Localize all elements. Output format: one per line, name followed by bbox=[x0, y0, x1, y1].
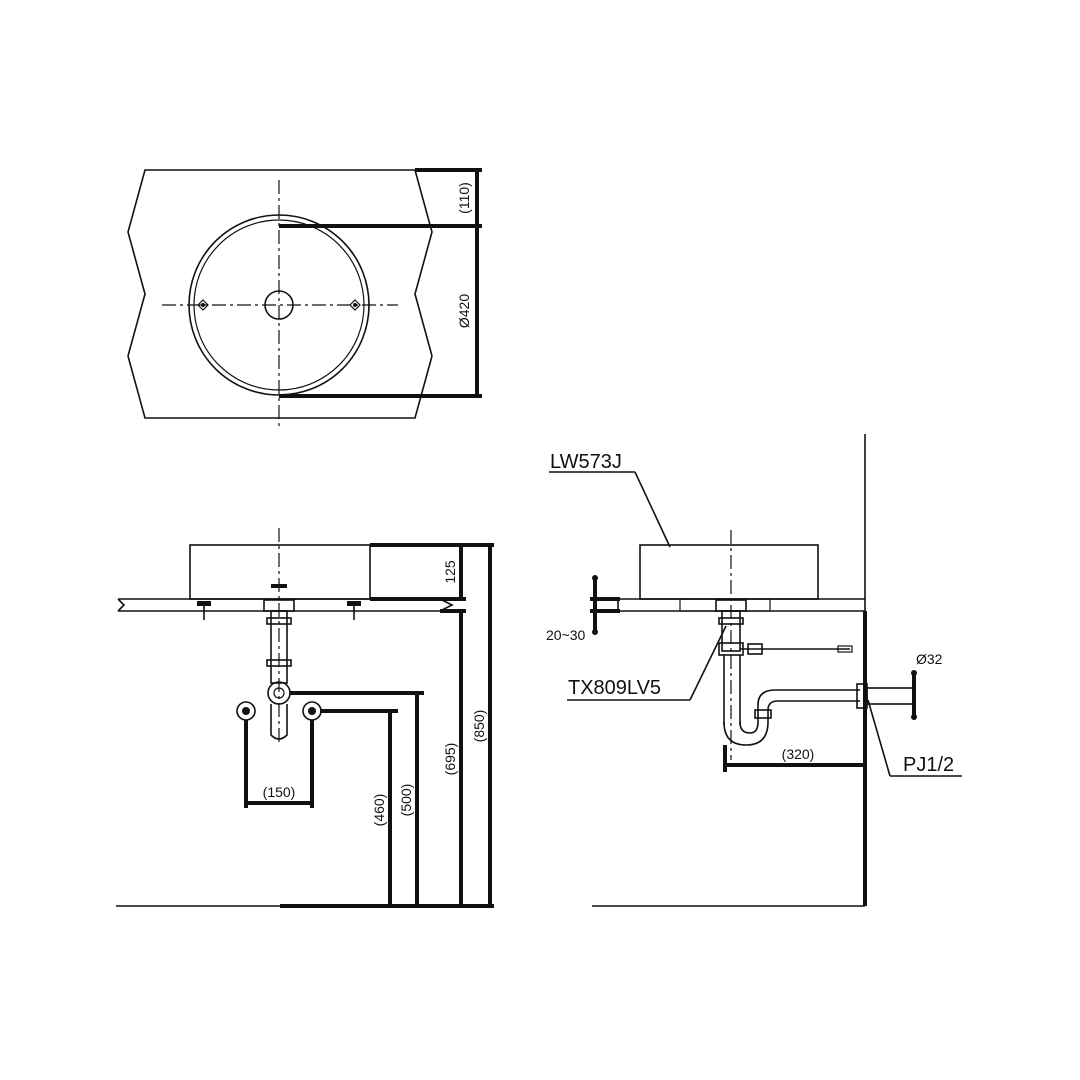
callout-waste-label: TX809LV5 bbox=[568, 677, 661, 699]
callout-basin-label: LW573J bbox=[550, 451, 622, 473]
waste-nut-1 bbox=[266, 617, 292, 625]
bowl-side-elevation bbox=[189, 544, 371, 600]
countertop-outline bbox=[127, 169, 433, 419]
trap-u-bend-outer bbox=[723, 721, 769, 746]
mount-bolt-left bbox=[197, 601, 211, 620]
dim-counter-height-label: (850) bbox=[471, 710, 487, 743]
side-elevation: 20~30 Ø32 (320) LW573J TX809 bbox=[546, 434, 962, 907]
counter-break-left bbox=[117, 598, 126, 612]
drain-hole bbox=[264, 290, 294, 320]
trap-bend-front-inner bbox=[273, 687, 285, 699]
bowl-inner-rim bbox=[193, 219, 365, 391]
overflow-connector bbox=[747, 643, 763, 655]
waste-nut-2 bbox=[266, 659, 292, 667]
drain-stopper bbox=[271, 584, 287, 588]
dim-bowl-diameter-label: Ø420 bbox=[456, 294, 472, 328]
supply-stop-left bbox=[236, 701, 256, 721]
dim-pipe-diameter-label: Ø32 bbox=[916, 651, 943, 667]
dim-supply-b-label: (460) bbox=[371, 794, 387, 827]
trap-nut bbox=[754, 709, 772, 719]
dim-trap-projection-label: (320) bbox=[782, 746, 815, 762]
trap-u-bend-inner bbox=[739, 721, 759, 734]
supply-stop-right bbox=[302, 701, 322, 721]
callout-waste-leader bbox=[689, 625, 727, 701]
dim-setback-label: (110) bbox=[456, 182, 472, 214]
overflow-end bbox=[837, 645, 853, 653]
callout-basin-leader bbox=[634, 471, 671, 548]
dim-supply-spacing-label: (150) bbox=[263, 784, 296, 800]
front-elevation: (150) (460) (500) (695) 125 (850) bbox=[116, 528, 494, 908]
side-bowl bbox=[639, 544, 819, 600]
dim-tick-thickness-top bbox=[592, 575, 598, 581]
dim-tick-thickness-bottom bbox=[592, 629, 598, 635]
dim-thickness-label: 20~30 bbox=[546, 627, 586, 643]
trap-riser bbox=[757, 689, 860, 722]
trap-riser-outer bbox=[767, 700, 860, 722]
dim-bowl-height-label: 125 bbox=[442, 560, 458, 584]
callout-trap-leader bbox=[867, 699, 891, 777]
mount-point-left bbox=[197, 299, 209, 311]
dim-tick-dia-bottom bbox=[911, 714, 917, 720]
dim-drain-outlet-label: (695) bbox=[442, 743, 458, 776]
callout-trap-label: PJ1/2 bbox=[903, 754, 954, 776]
side-waste-body bbox=[721, 610, 741, 652]
mount-point-right bbox=[349, 299, 361, 311]
mount-bolt-right bbox=[347, 601, 361, 620]
side-waste-nut bbox=[718, 617, 744, 625]
wall-pipe-stub bbox=[866, 687, 916, 705]
trap-lower-body bbox=[270, 704, 288, 740]
waste-tailpiece bbox=[270, 610, 288, 684]
plan-view: (110) Ø420 bbox=[127, 168, 482, 430]
dim-tick-dia-top bbox=[911, 670, 917, 676]
dim-supply-a-label: (500) bbox=[398, 784, 414, 817]
